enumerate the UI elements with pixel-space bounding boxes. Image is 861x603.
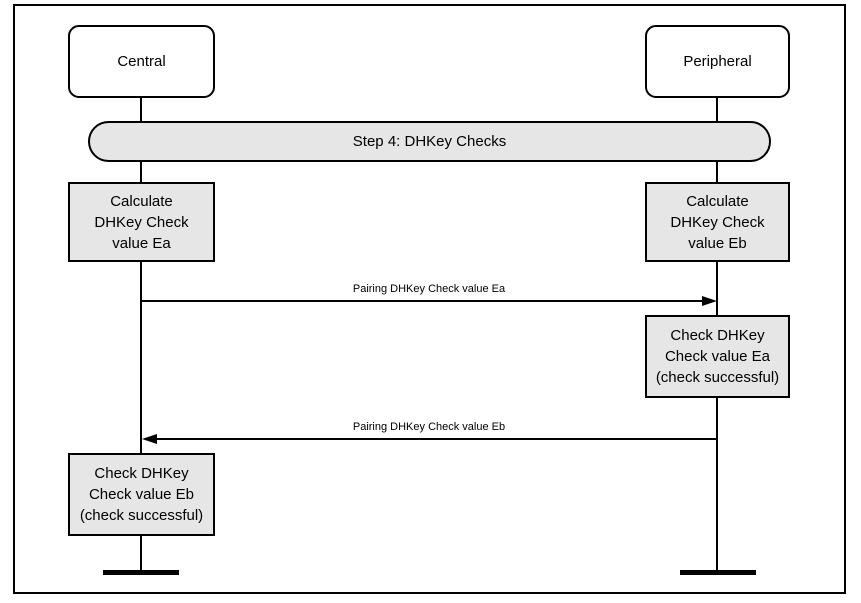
actor-label-peripheral: Peripheral	[683, 53, 752, 70]
process-box-calculate-ea: Calculate DHKey Check value Ea	[68, 182, 215, 262]
actor-box-central: Central	[68, 25, 215, 98]
termination-bar-central	[103, 570, 179, 575]
process-box-check-ea: Check DHKey Check value Ea (check succes…	[645, 315, 790, 398]
message-line-eb	[156, 438, 717, 440]
step-banner: Step 4: DHKey Checks	[88, 121, 771, 162]
termination-bar-peripheral	[680, 570, 756, 575]
arrowhead-right-icon	[702, 296, 717, 306]
lifeline-central	[140, 98, 142, 573]
process-box-check-ea-label: Check DHKey Check value Ea (check succes…	[655, 327, 780, 386]
step-banner-label: Step 4: DHKey Checks	[352, 133, 507, 150]
process-box-calculate-eb-label: Calculate DHKey Check value Eb	[670, 192, 765, 252]
actor-box-peripheral: Peripheral	[645, 25, 790, 98]
process-box-check-eb-label: Check DHKey Check value Eb (check succes…	[79, 465, 204, 524]
process-box-calculate-eb: Calculate DHKey Check value Eb	[645, 182, 790, 262]
actor-label-central: Central	[117, 53, 166, 70]
process-box-check-eb: Check DHKey Check value Eb (check succes…	[68, 453, 215, 536]
message-label-eb: Pairing DHKey Check value Eb	[352, 421, 506, 433]
arrowhead-left-icon	[142, 434, 157, 444]
message-label-ea: Pairing DHKey Check value Ea	[352, 283, 506, 295]
process-box-calculate-ea-label: Calculate DHKey Check value Ea	[94, 192, 189, 252]
message-line-ea	[141, 300, 703, 302]
